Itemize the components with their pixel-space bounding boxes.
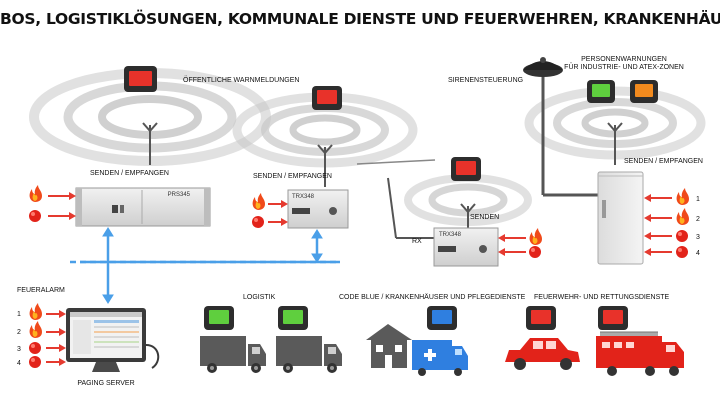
alarm-light-icon <box>29 342 41 354</box>
label-send: SENDEN <box>470 214 499 221</box>
fire-icon <box>676 208 689 225</box>
input-number: 3 <box>17 346 21 353</box>
label-person-warnings: PERSONENWARNUNGEN <box>581 56 667 63</box>
truck-icon <box>200 336 266 373</box>
alarm-light-icon <box>252 216 264 228</box>
server-inputs <box>29 303 66 368</box>
house-icon <box>366 324 412 368</box>
network-link <box>70 227 340 304</box>
pager-icon-atex-orange <box>630 80 658 103</box>
device-label-trx-mid: TRX348 <box>292 194 315 200</box>
pager-icon-public-warning <box>124 66 157 92</box>
ambulance-icon <box>412 340 468 376</box>
pager-icon-atex-green <box>587 80 615 103</box>
pager-icon-fire-2 <box>598 306 628 330</box>
label-siren-control: SIRENENSTEUERUNG <box>448 77 523 84</box>
cabinet-inputs <box>644 188 689 258</box>
truck-icon <box>276 336 342 373</box>
fire-icon <box>676 188 689 205</box>
alarm-light-icon <box>529 246 541 258</box>
pager-icon-logistics-1 <box>204 306 234 330</box>
label-atex-zones: FÜR INDUSTRIE- UND ATEX-ZONEN <box>564 63 684 71</box>
pager-icon-logistics-2 <box>278 306 308 330</box>
label-send-receive-left: SENDEN / EMPFANGEN <box>90 170 169 177</box>
prs345-rack-unit: PRS345 <box>75 187 211 227</box>
trx-mid-inputs <box>252 193 288 228</box>
prs-inputs <box>29 185 76 222</box>
fire-icon <box>529 228 542 245</box>
rx-antenna-icon <box>387 177 397 239</box>
device-label-prs345: PRS345 <box>168 192 191 198</box>
page-title: BOS, LOGISTIKLÖSUNGEN, KOMMUNALE DIENSTE… <box>0 10 720 28</box>
alarm-light-icon <box>29 210 41 222</box>
input-number: 2 <box>17 329 21 336</box>
paging-server-monitor <box>66 308 160 372</box>
label-fire-alarm: FEUERALARM <box>17 287 65 294</box>
input-number: 4 <box>696 250 700 257</box>
input-number: 1 <box>17 311 21 318</box>
pager-icon-code-blue <box>427 306 457 330</box>
alarm-light-icon <box>676 246 688 258</box>
trx348-unit-right: TRX348 <box>433 227 499 267</box>
label-send-receive-mid: SENDEN / EMPFANGEN <box>253 173 332 180</box>
input-number: 1 <box>696 196 700 203</box>
siren-icon <box>523 57 598 197</box>
fire-truck-icon <box>596 331 684 376</box>
alarm-light-icon <box>676 230 688 242</box>
alarm-light-icon <box>29 356 41 368</box>
trx-right-inputs <box>498 228 542 258</box>
label-fire-rescue: FEUERWEHR- UND RETTUNGSDIENSTE <box>534 294 670 301</box>
fire-icon <box>252 193 265 210</box>
device-label-trx-right: TRX348 <box>439 232 462 238</box>
pager-icon-fire-1 <box>526 306 556 330</box>
label-public-warnings: ÖFFENTLICHE WARNMELDUNGEN <box>183 76 299 84</box>
fire-icon <box>29 185 42 202</box>
trx348-unit-mid: TRX348 <box>287 189 349 229</box>
pager-icon-mid <box>312 86 342 110</box>
car-icon <box>505 338 580 370</box>
pager-icon-small <box>451 157 481 181</box>
input-number: 2 <box>696 216 700 223</box>
input-number: 4 <box>17 360 21 367</box>
label-paging-server: PAGING SERVER <box>77 380 134 387</box>
label-rx: RX <box>412 238 422 245</box>
label-send-receive-right: SENDEN / EMPFANGEN <box>624 158 703 165</box>
atex-cabinet <box>597 171 644 265</box>
fire-icon <box>29 303 42 320</box>
input-number: 3 <box>696 234 700 241</box>
label-logistics: LOGISTIK <box>243 294 276 301</box>
fire-icon <box>29 321 42 338</box>
label-code-blue: CODE BLUE / KRANKENHÄUSER UND PFLEGEDIEN… <box>339 293 526 301</box>
